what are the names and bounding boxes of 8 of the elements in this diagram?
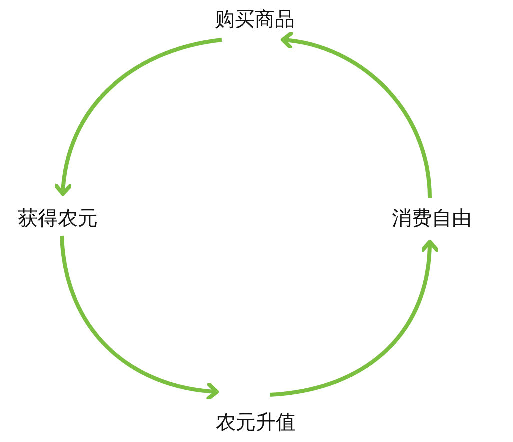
node-label: 农元升值 xyxy=(216,408,296,436)
curved-arrow xyxy=(60,236,219,400)
node-label: 消费自由 xyxy=(392,204,472,232)
curved-arrow xyxy=(281,32,432,198)
curved-arrow xyxy=(270,240,439,397)
curved-arrow xyxy=(54,38,222,196)
node-label: 购买商品 xyxy=(215,6,295,32)
node-label: 获得农元 xyxy=(18,204,98,232)
